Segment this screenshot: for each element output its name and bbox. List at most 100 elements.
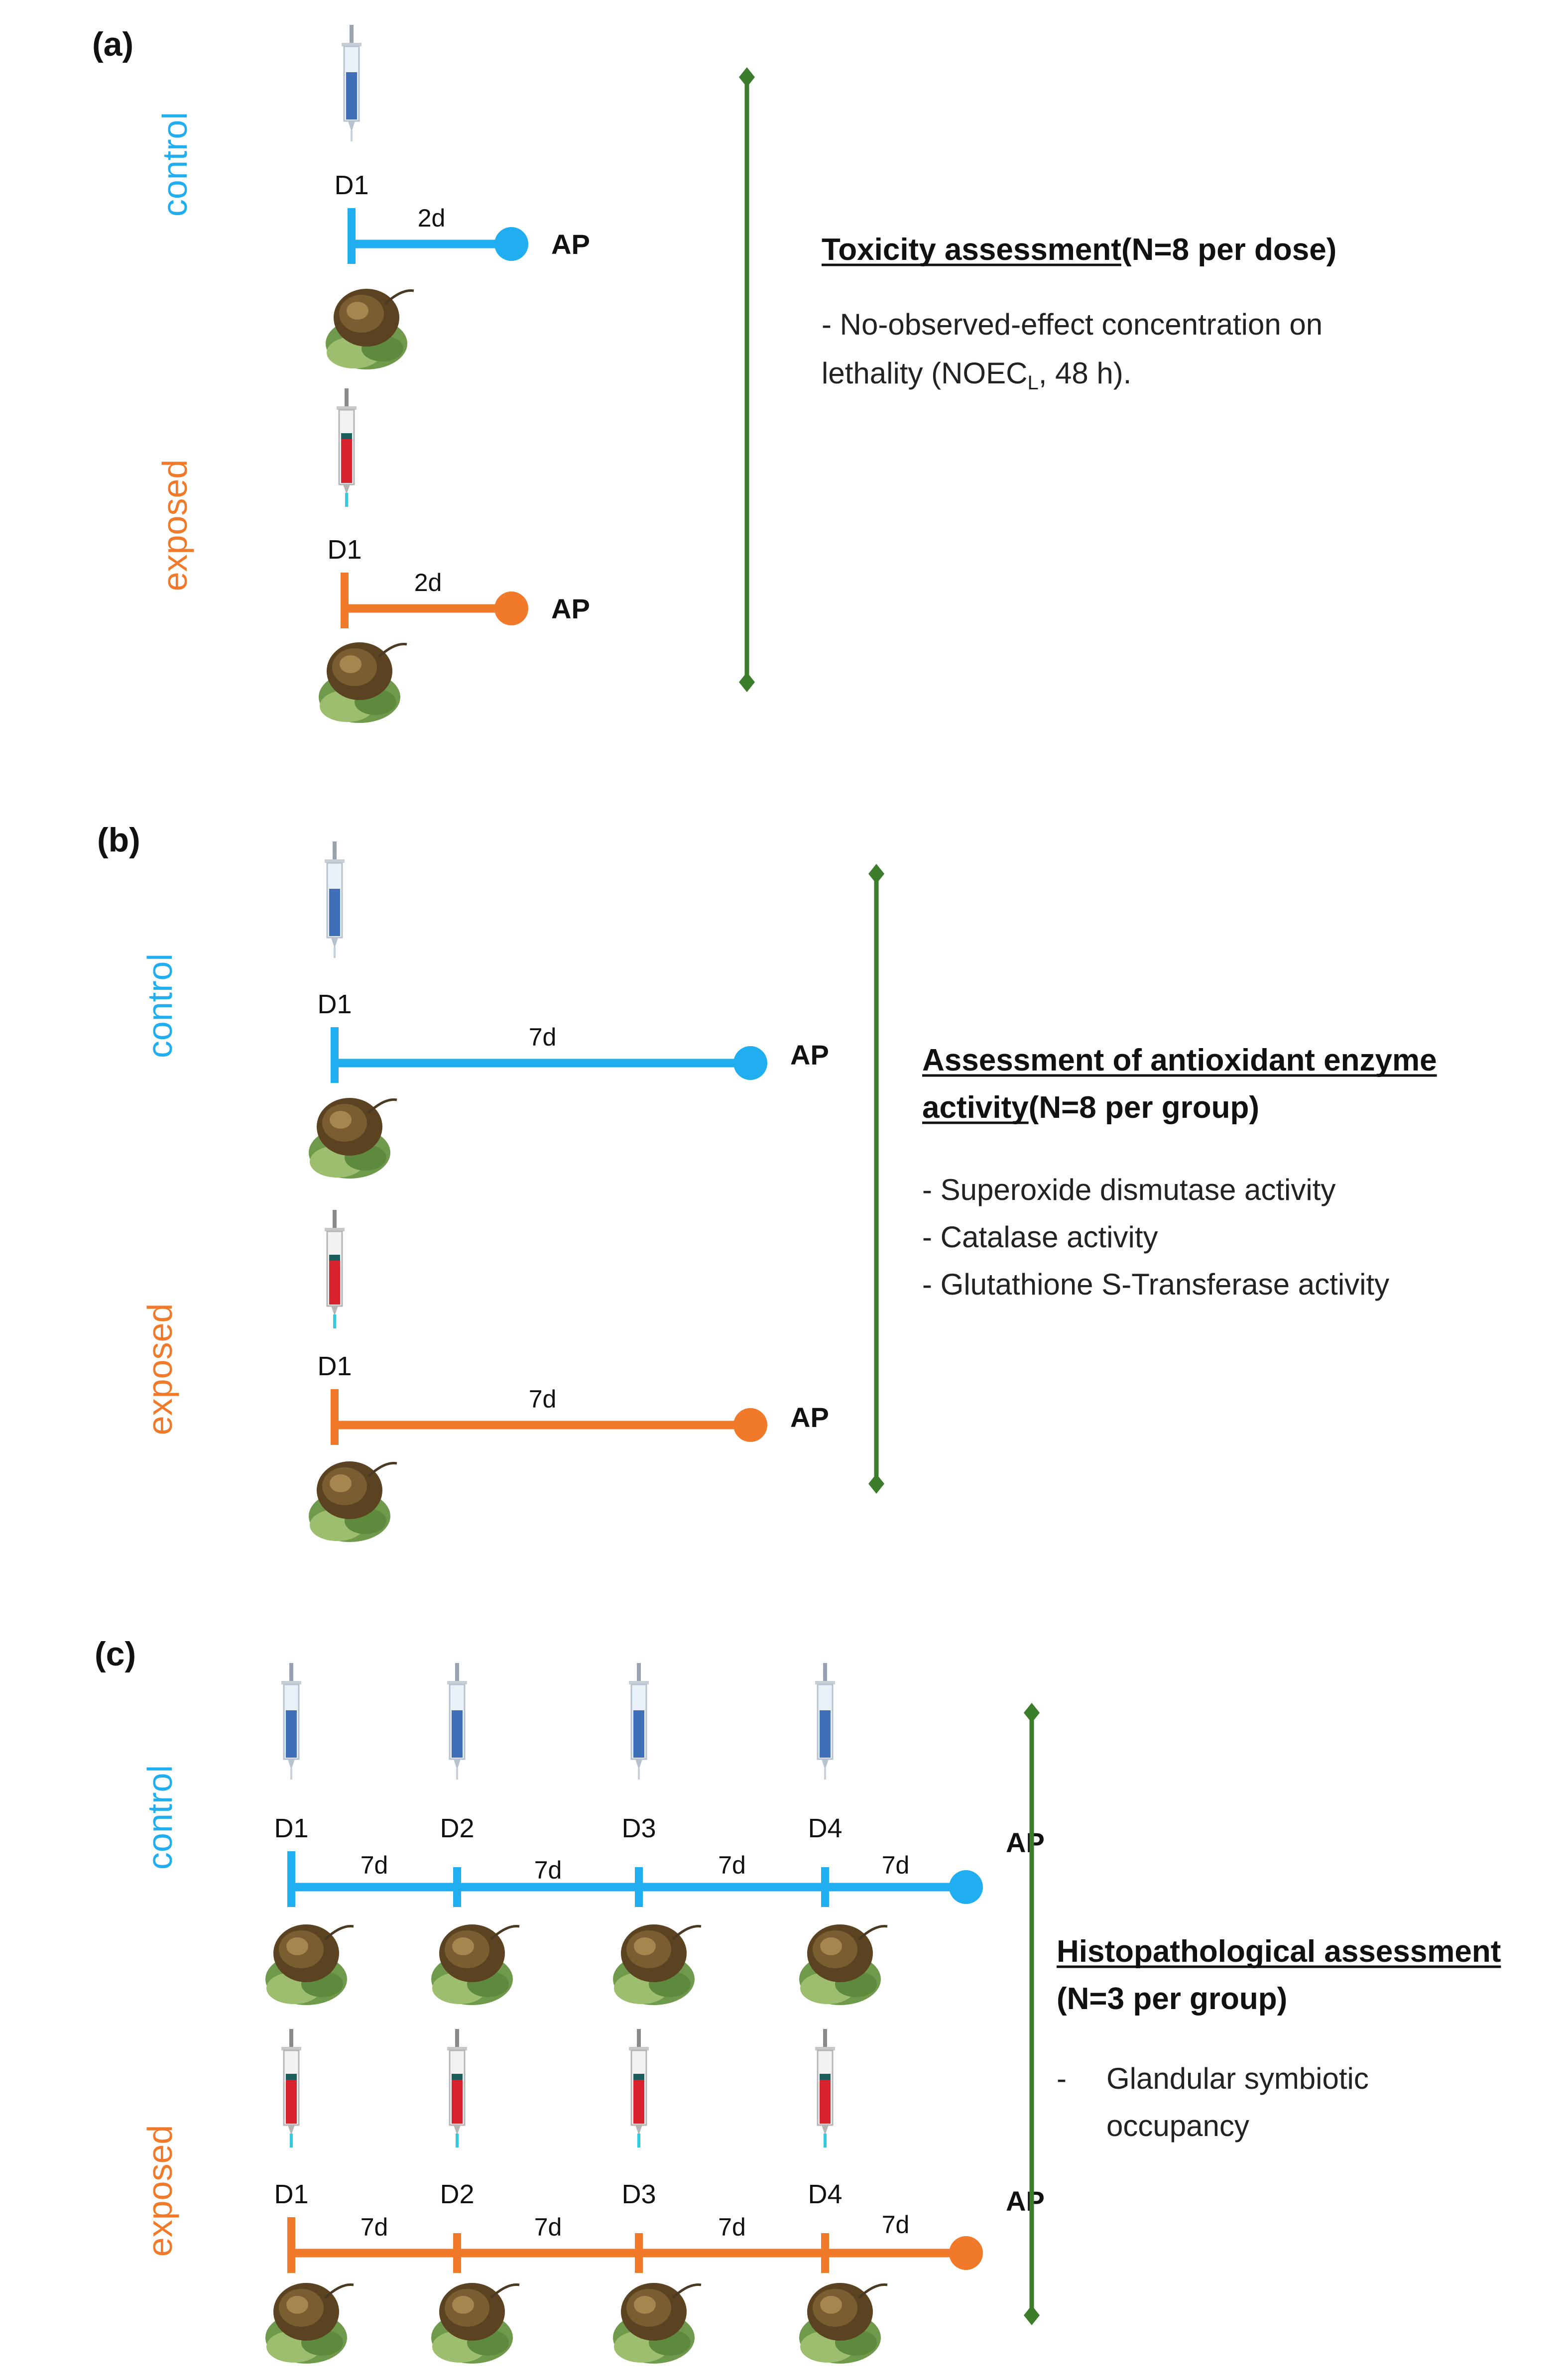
duration-label: 7d	[882, 2211, 910, 2239]
duration-label: 7d	[534, 2213, 562, 2241]
assessment-bar-c	[1024, 1703, 1040, 2325]
group-label-control-b: control	[140, 953, 179, 1058]
heading-a-suffix: (N=8 per dose)	[1121, 233, 1336, 267]
syringe-icon	[628, 1662, 650, 1781]
group-label-control-a: control	[155, 112, 194, 217]
snail-icon	[613, 1924, 701, 2005]
ap-label: AP	[1006, 1827, 1045, 1858]
day-label-d4: D4	[808, 1813, 842, 1843]
heading-b-line2: activity	[922, 1090, 1029, 1125]
syringe-icon	[814, 1662, 836, 1781]
ap-label: AP	[790, 1402, 829, 1433]
timeline-control-c: AP D1 D2 D3 D4 7d 7d 7d 7d	[265, 1662, 1045, 2005]
ap-label: AP	[551, 229, 590, 260]
syringe-icon	[446, 1662, 468, 1781]
ap-label: AP	[790, 1039, 829, 1071]
snail-icon	[799, 1924, 887, 2005]
ap-label: AP	[1006, 2185, 1045, 2217]
panel-label-c: (c)	[95, 1635, 136, 1673]
day-label-d2: D2	[440, 1813, 474, 1843]
duration-label: 7d	[361, 1851, 388, 1879]
panel-a-text: Toxicity assessment (N=8 per dose) - No-o…	[822, 233, 1336, 394]
group-label-exposed-b: exposed	[140, 1304, 179, 1435]
heading-c-line1: Histopathological assessment	[1057, 1934, 1501, 1969]
syringe-icon	[628, 2028, 650, 2148]
body-line-c2: occupancy	[1106, 2109, 1249, 2142]
assessment-bar-a	[739, 67, 755, 692]
syringe-icon	[446, 2028, 468, 2148]
endpoint-dot	[494, 227, 528, 261]
day-label-d1: D1	[317, 1351, 352, 1381]
endpoint-dot	[733, 1408, 767, 1442]
diamond-cap	[739, 672, 755, 692]
snail-icon	[326, 289, 414, 369]
duration-label: 7d	[534, 1856, 562, 1884]
diamond-cap	[868, 864, 884, 884]
day-label-d1: D1	[274, 2179, 308, 2209]
syringe-icon	[341, 24, 362, 142]
day-label-d2: D2	[440, 2179, 474, 2209]
duration-label: 2d	[414, 569, 442, 596]
day-label-d1: D1	[327, 535, 361, 565]
timeline-exposed-a: AP D1 2d	[319, 387, 590, 723]
snail-icon	[319, 642, 407, 723]
duration-label: 2d	[418, 204, 446, 232]
body-line-c-bullet: -	[1057, 2062, 1067, 2095]
body-line-c1: Glandular symbiotic	[1106, 2062, 1369, 2095]
snail-icon	[613, 2283, 701, 2364]
ap-label: AP	[551, 593, 590, 624]
diamond-cap	[1024, 1703, 1040, 1723]
body-line-a1: - No-observed-effect concentration on	[822, 308, 1323, 341]
timeline-control-b: AP D1 7d	[309, 840, 829, 1179]
snail-icon	[431, 1924, 519, 2005]
diamond-cap	[1024, 2305, 1040, 2325]
day-label-d1: D1	[334, 170, 368, 200]
duration-label: 7d	[718, 1851, 746, 1879]
group-label-control-c: control	[140, 1765, 179, 1870]
snail-icon	[431, 2283, 519, 2364]
syringe-icon	[324, 840, 346, 959]
panel-b-text: Assessment of antioxidant enzymeactivity…	[922, 1043, 1437, 1301]
assessment-bar-b	[868, 864, 884, 1494]
body-line-a2: lethality (NOECL, 48 h).	[822, 357, 1131, 394]
endpoint-dot	[949, 1870, 983, 1904]
heading-c-line2: (N=3 per group)	[1057, 1982, 1287, 2016]
syringe-icon	[280, 2028, 302, 2148]
endpoint-dot	[494, 592, 528, 625]
duration-label: 7d	[882, 1851, 910, 1879]
group-label-exposed-c: exposed	[140, 2125, 179, 2257]
snail-icon	[799, 2283, 887, 2364]
day-label-d4: D4	[808, 2179, 842, 2209]
snail-icon	[309, 1098, 397, 1179]
duration-label: 7d	[718, 2213, 746, 2241]
heading-b-suffix: (N=8 per group)	[1029, 1090, 1259, 1125]
panel-label-a: (a)	[92, 25, 133, 63]
endpoint-dot	[949, 2236, 983, 2270]
group-label-exposed-a: exposed	[155, 460, 194, 592]
syringe-icon	[336, 387, 358, 508]
panel-c-text: Histopathological assessment (N=3 per gro…	[1057, 1934, 1501, 2142]
day-label-d1: D1	[317, 989, 352, 1019]
body-line-b1: - Superoxide dismutase activity	[922, 1173, 1335, 1206]
timeline-exposed-c: AP D1 D2 D3 D4 7d 7d 7d 7d	[265, 2028, 1045, 2364]
diamond-cap	[868, 1474, 884, 1494]
day-label-d1: D1	[274, 1813, 308, 1843]
snail-icon	[309, 1461, 397, 1542]
duration-label: 7d	[361, 2213, 388, 2241]
heading-a: Toxicity assessment	[822, 233, 1121, 267]
duration-label: 7d	[529, 1385, 557, 1413]
syringe-icon	[324, 1209, 346, 1329]
day-label-d3: D3	[621, 2179, 656, 2209]
syringe-icon	[280, 1662, 302, 1781]
endpoint-dot	[733, 1046, 767, 1080]
duration-label: 7d	[529, 1023, 557, 1051]
syringe-icon	[814, 2028, 836, 2148]
timeline-exposed-b: AP D1 7d	[309, 1209, 829, 1542]
body-line-b2: - Catalase activity	[922, 1220, 1158, 1254]
snail-icon	[265, 2283, 354, 2364]
body-line-b3: - Glutathione S-Transferase activity	[922, 1268, 1389, 1301]
timeline-control-a: AP D1 2d	[326, 24, 590, 369]
day-label-d3: D3	[621, 1813, 656, 1843]
diamond-cap	[739, 67, 755, 87]
